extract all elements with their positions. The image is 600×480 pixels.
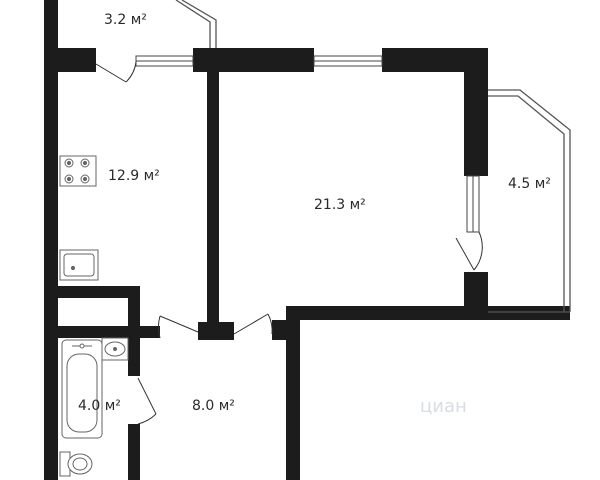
washbasin-icon	[101, 337, 129, 361]
label-living: 21.3 м²	[314, 197, 366, 213]
balcony-top	[175, 0, 217, 48]
wall-exterior-left	[44, 0, 58, 480]
door-kitchen-hall	[159, 315, 199, 333]
kitchen-sink-icon	[59, 249, 99, 281]
doors	[95, 61, 483, 425]
toilet-icon	[59, 451, 93, 477]
label-balcony-top: 3.2 м²	[104, 12, 147, 28]
wall-kitchen-top-left	[44, 48, 96, 72]
stove-icon	[59, 155, 97, 187]
balcony-right	[488, 89, 571, 313]
label-hall: 8.0 м²	[192, 398, 235, 414]
door-bathroom	[137, 377, 157, 415]
label-kitchen: 12.9 м²	[108, 168, 160, 184]
wall-bathroom-divider	[58, 326, 160, 338]
door-living-hall	[233, 313, 269, 335]
wall-living-top-a	[219, 48, 314, 72]
bathtub-icon	[61, 339, 103, 439]
wall-bathroom-right-lower	[128, 424, 140, 480]
walls	[44, 0, 570, 480]
door-living-balcony	[455, 237, 475, 271]
wall-bathroom-right-upper	[128, 286, 140, 376]
windows	[135, 55, 480, 233]
wall-corridor-right	[286, 306, 300, 480]
wall-junction-column	[198, 322, 234, 340]
wall-kitchen-living	[207, 48, 219, 340]
label-balcony-right: 4.5 м²	[508, 176, 551, 192]
watermark-text: циан	[420, 396, 467, 417]
label-bathroom: 4.0 м²	[78, 398, 121, 414]
wall-living-bottom	[286, 306, 570, 320]
wall-living-right-lower	[464, 272, 488, 312]
wall-bathroom-top	[58, 286, 140, 298]
door-kitchen-balcony	[95, 63, 127, 83]
wall-corridor-stub	[272, 320, 300, 340]
wall-living-right-upper	[464, 48, 488, 176]
